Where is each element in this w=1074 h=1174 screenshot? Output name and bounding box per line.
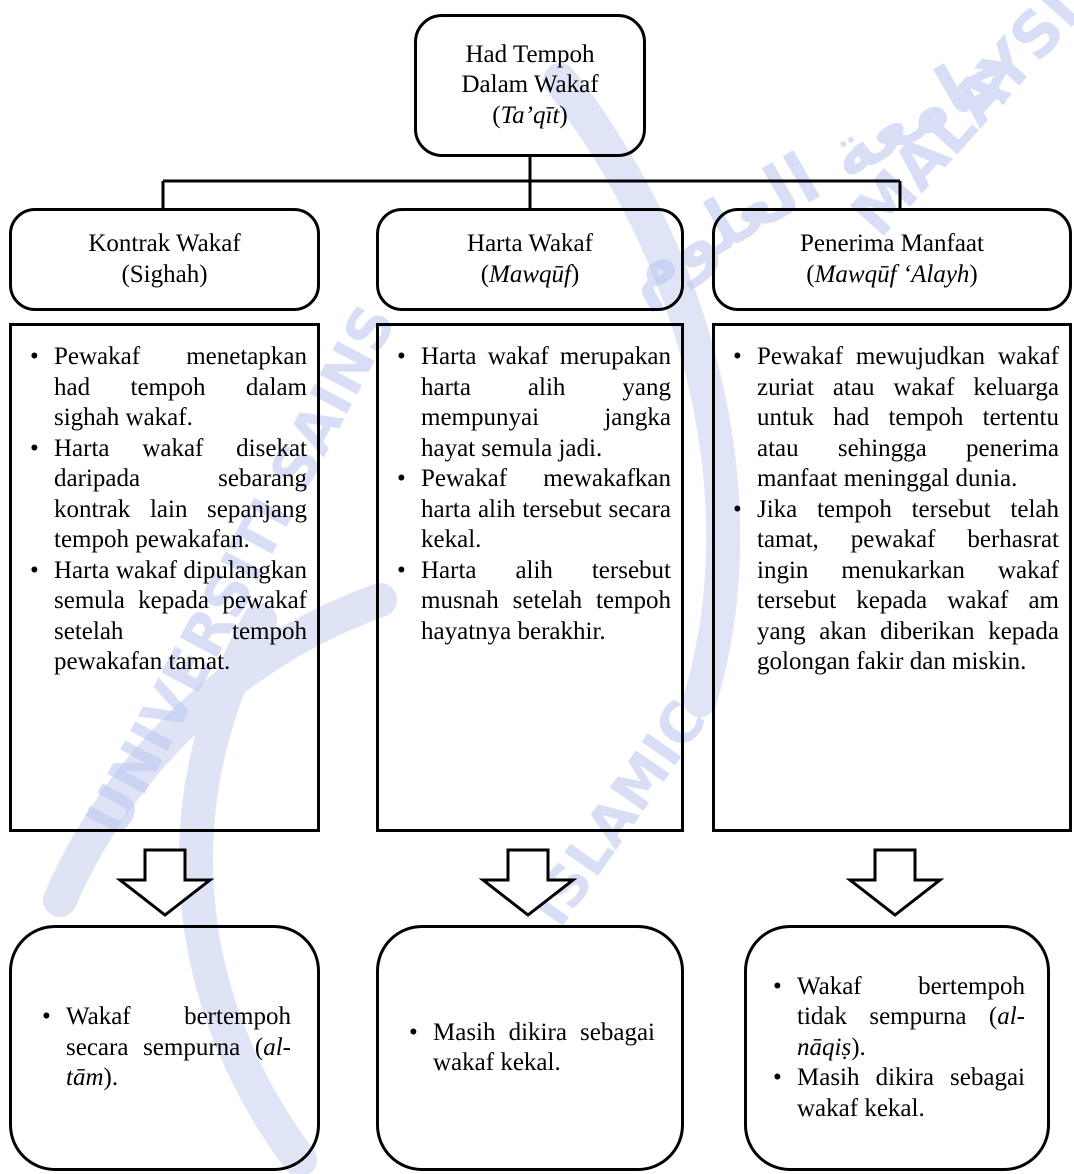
detail-point: Harta wakaf dipulangkan semula kepada pe…	[24, 556, 307, 678]
detail-point: Harta wakaf merupakan harta alih yang me…	[391, 342, 671, 464]
result-point: Wakaf bertempoh secara sempurna (al-tām)…	[36, 1002, 291, 1094]
category-header-penerima: Penerima Manfaat (Mawqūf ʻAlayh)	[712, 208, 1072, 311]
result-box-harta: Masih dikira sebagai wakaf kekal.	[376, 925, 684, 1171]
result-box-kontrak: Wakaf bertempoh secara sempurna (al-tām)…	[9, 925, 320, 1171]
category-header-harta: Harta Wakaf (Mawqūf)	[376, 208, 684, 311]
detail-point: Pewakaf menetapkan had tempoh dalam sigh…	[24, 342, 307, 434]
detail-point: Harta wakaf disekat daripada sebarang ko…	[24, 434, 307, 556]
result-point: Wakaf bertempoh tidak sempurna (al-nāqiṣ…	[767, 972, 1025, 1064]
category-title: Harta Wakaf	[467, 230, 593, 257]
category-title: Kontrak Wakaf	[88, 230, 241, 257]
root-node: Had Tempoh Dalam Wakaf (Ta’qīt)	[414, 14, 646, 157]
detail-box-kontrak: Pewakaf menetapkan had tempoh dalam sigh…	[9, 323, 320, 832]
category-title: Penerima Manfaat	[800, 230, 984, 257]
category-subtitle: (Mawqūf)	[480, 260, 580, 288]
root-line-2: Dalam Wakaf	[461, 71, 599, 99]
detail-point: Pewakaf mewakafkan harta alih tersebut s…	[391, 464, 671, 556]
category-subtitle: (Sighah)	[121, 260, 208, 288]
detail-point: Pewakaf mewujudkan wakaf zuriat atau wak…	[727, 342, 1059, 495]
result-point: Masih dikira sebagai wakaf kekal.	[767, 1063, 1025, 1124]
detail-box-penerima: Pewakaf mewujudkan wakaf zuriat atau wak…	[712, 323, 1072, 832]
result-point: Masih dikira sebagai wakaf kekal.	[403, 1018, 655, 1079]
detail-box-harta: Harta wakaf merupakan harta alih yang me…	[376, 323, 684, 832]
result-box-penerima: Wakaf bertempoh tidak sempurna (al-nāqiṣ…	[744, 925, 1050, 1171]
root-line-1: Had Tempoh	[465, 40, 595, 68]
detail-point: Harta alih tersebut musnah setelah tempo…	[391, 556, 671, 648]
category-subtitle: (Mawqūf ʻAlayh)	[806, 260, 978, 288]
detail-point: Jika tempoh tersebut telah tamat, pewaka…	[727, 495, 1059, 678]
category-header-kontrak: Kontrak Wakaf (Sighah)	[9, 208, 320, 311]
root-term: (Ta’qīt)	[492, 101, 568, 129]
